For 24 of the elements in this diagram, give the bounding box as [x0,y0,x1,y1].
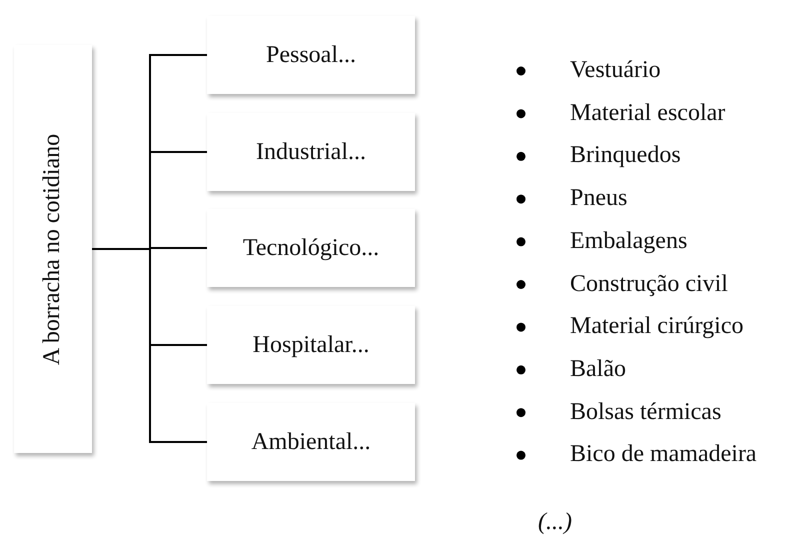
category-box [207,113,415,191]
category-label: Tecnológico... [242,234,380,262]
category-label: Pessoal... [266,42,356,68]
list-item: Brinquedos [570,143,681,168]
category-box [207,403,415,481]
category-label: Ambiental... [251,428,371,456]
continuation-note: (...) [538,510,572,534]
list-item: Bico de mamadeira [570,442,757,466]
connector-line [92,248,207,443]
title-text: A borracha no cotidiano [40,133,66,365]
list-item: Material cirúrgico [570,314,744,338]
title-box [14,45,92,453]
list-item: Material escolar [570,100,726,125]
category-label: Industrial... [256,138,366,166]
category-box [207,306,415,384]
list-item: Embalagens [570,228,688,253]
list-item: Balão [570,356,626,381]
list-item: Construção civil [570,272,728,296]
category-box [207,16,415,94]
list-item: Vestuário [570,58,661,82]
list-item: Bolsas térmicas [570,400,722,424]
category-box [207,209,415,287]
category-label: Hospitalar... [252,332,370,358]
list-item: Pneus [570,186,628,210]
